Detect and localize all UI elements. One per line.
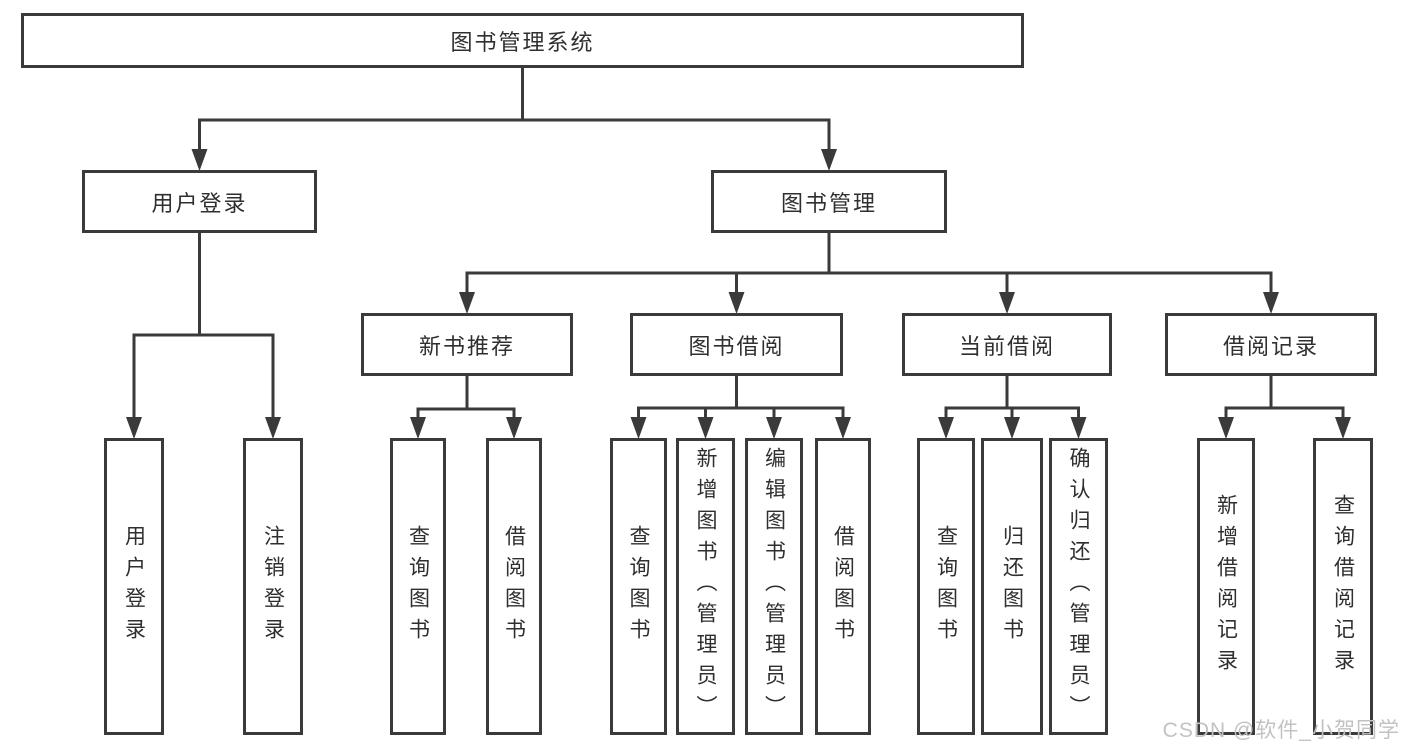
box-user-login: 用户登录 [82,170,317,233]
box-system: 图书管理系统 [21,13,1024,68]
box-label-leaf-edit-book: 编辑图书（管理员） [762,447,786,726]
box-leaf-borrow-book-1: 借阅图书 [486,438,542,735]
box-label-current-borrow: 当前借阅 [958,333,1055,359]
box-book-management: 图书管理 [711,170,947,233]
box-leaf-query-book-2: 查询图书 [610,438,667,735]
box-label-leaf-query-book-1: 查询图书 [406,524,430,649]
box-label-leaf-query-borrow-record: 查询借阅记录 [1331,493,1355,680]
box-leaf-user-login: 用户登录 [104,438,164,735]
box-leaf-borrow-book-2: 借阅图书 [815,438,871,735]
box-label-leaf-borrow-book-2: 借阅图书 [831,524,855,649]
box-label-leaf-user-login: 用户登录 [122,524,146,649]
box-borrow-records: 借阅记录 [1165,313,1377,376]
box-label-leaf-add-borrow-record: 新增借阅记录 [1214,493,1238,680]
box-leaf-query-book-3: 查询图书 [917,438,975,735]
box-label-new-book-recommend: 新书推荐 [418,333,515,359]
box-label-leaf-query-book-2: 查询图书 [627,524,650,649]
box-leaf-logout: 注销登录 [243,438,303,735]
box-leaf-add-book: 新增图书（管理员） [676,438,735,735]
box-label-leaf-confirm-return: 确认归还（管理员） [1067,447,1090,726]
watermark-text: CSDN @软件_小贺同学 [1162,719,1400,742]
box-leaf-return-book: 归还图书 [981,438,1043,735]
box-label-borrow-records: 借阅记录 [1222,333,1319,359]
box-leaf-confirm-return: 确认归还（管理员） [1049,438,1108,735]
box-book-borrow: 图书借阅 [630,313,843,376]
box-label-book-borrow: 图书借阅 [688,333,785,359]
box-leaf-edit-book: 编辑图书（管理员） [745,438,803,735]
box-current-borrow: 当前借阅 [902,313,1112,376]
box-leaf-query-borrow-record: 查询借阅记录 [1313,438,1373,735]
box-label-user-login: 用户登录 [151,190,248,216]
box-label-system: 图书管理系统 [450,29,595,55]
box-label-leaf-logout: 注销登录 [261,524,285,649]
box-new-book-recommend: 新书推荐 [361,313,573,376]
box-label-book-management: 图书管理 [780,190,877,216]
box-label-leaf-borrow-book-1: 借阅图书 [502,524,526,649]
box-label-leaf-add-book: 新增图书（管理员） [694,447,717,726]
box-label-leaf-return-book: 归还图书 [1000,524,1024,649]
box-label-leaf-query-book-3: 查询图书 [934,524,958,649]
box-leaf-query-book-1: 查询图书 [390,438,446,735]
box-leaf-add-borrow-record: 新增借阅记录 [1197,438,1255,735]
